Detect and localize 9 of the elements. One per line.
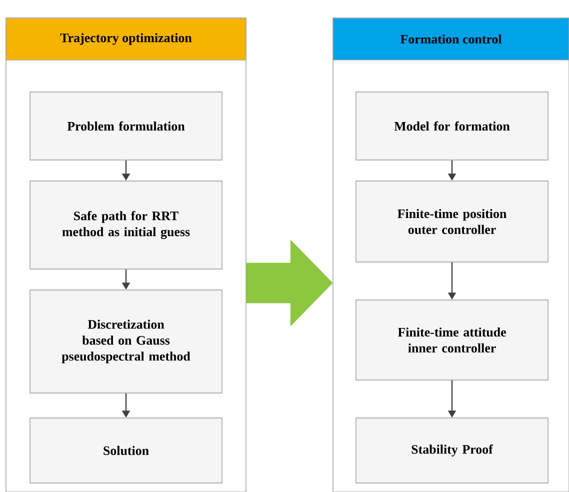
process-box: Stability Proof (356, 418, 548, 484)
process-box: Safe path for RRT method as initial guess (30, 180, 222, 270)
block-arrow (246, 240, 333, 326)
process-box: Solution (30, 418, 222, 484)
process-box: Finite-time attitude inner controller (356, 300, 548, 380)
process-box: Finite-time position outer controller (356, 180, 548, 262)
process-box: Model for formation (356, 92, 548, 160)
process-box: Discretization based on Gauss pseudospectral method (30, 290, 222, 394)
process-box: Problem formulation (30, 92, 222, 160)
